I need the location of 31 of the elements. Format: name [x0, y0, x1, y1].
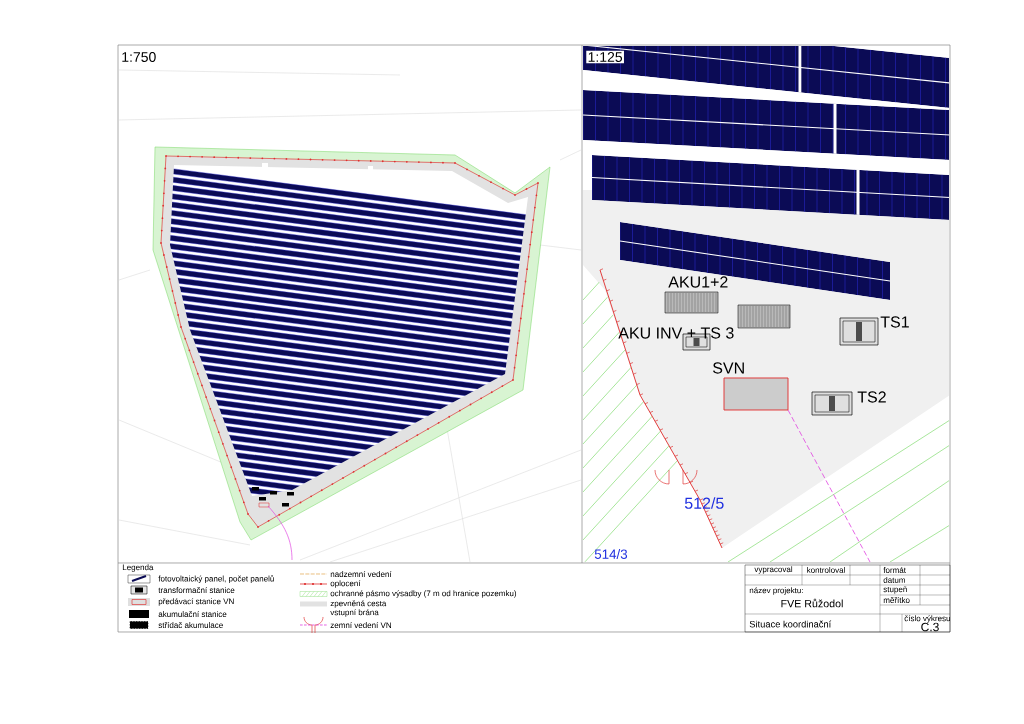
equipment-label: TS1: [880, 316, 909, 328]
legend-text: vstupní brána: [330, 609, 379, 617]
equipment-label: TS2: [857, 391, 886, 403]
title-block-text: vypracoval: [754, 566, 793, 574]
title-block-text: číslo výkresu: [904, 615, 950, 623]
drawing-number: C.3: [921, 622, 939, 632]
title-block-text: měřítko: [883, 597, 910, 603]
legend-text: zemní vedení VN: [330, 622, 391, 628]
scale-label: 1:750: [122, 52, 156, 62]
title-block-text: datum: [883, 577, 905, 583]
legend-text: oplocení: [330, 580, 361, 588]
legend-text: akumulační stanice: [158, 611, 227, 617]
legend-heading: Legenda: [122, 564, 154, 572]
title-block-text: kontroloval: [807, 567, 845, 573]
title-block-text: formát: [883, 567, 906, 573]
equipment-label: AKU1+2: [668, 276, 728, 288]
parcel-number: 512/5: [684, 497, 724, 509]
legend-text: předávací stanice VN: [158, 598, 234, 606]
legend-text: zpevněná cesta: [330, 600, 387, 608]
legend-text: nadzemní vedení: [330, 571, 392, 577]
legend-text: transformační stanice: [158, 587, 235, 593]
title-block-text: název projektu:: [749, 587, 803, 595]
project-name: FVE Růžodol: [781, 598, 843, 608]
legend-text: ochranné pásmo výsadby (7 m od hranice pozemku): [330, 590, 517, 598]
drawing-title: Situace koordinační: [749, 620, 832, 628]
equipment-label: SVN: [713, 362, 744, 374]
parcel-number: 514/3: [594, 549, 628, 559]
legend-text: střídač akumulace: [158, 622, 223, 628]
legend-text: fotovoltaický panel, počet panelů: [158, 574, 274, 584]
equipment-label: AKU INV + TS 3: [618, 327, 734, 339]
title-block-text: stupeň: [883, 586, 907, 594]
